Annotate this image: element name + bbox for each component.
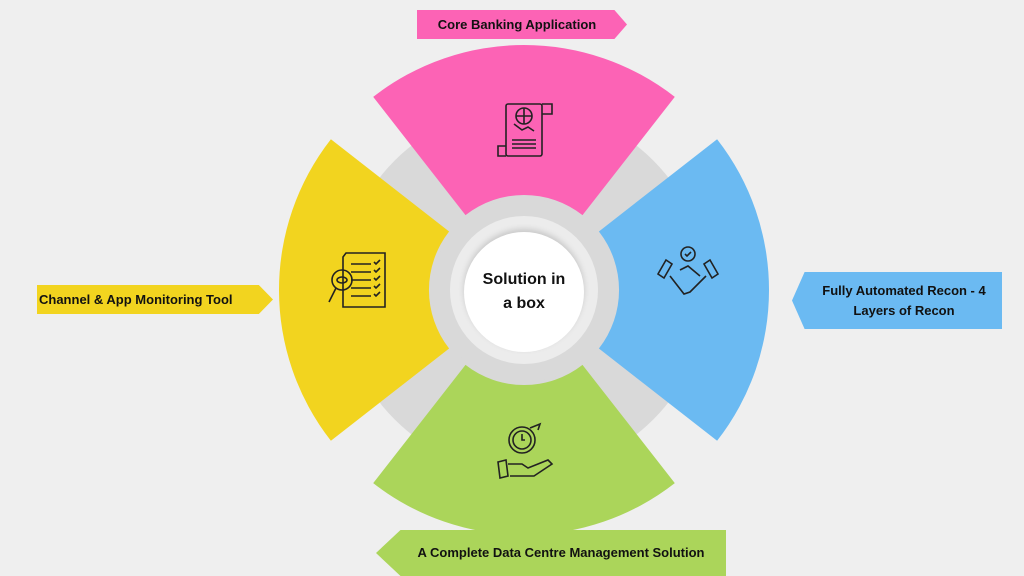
tag-label: Fully Automated Recon - 4 Layers of Reco…	[822, 282, 986, 318]
monitoring-tag: Channel & App Monitoring Tool	[37, 285, 273, 314]
recon-tag: Fully Automated Recon - 4 Layers of Reco…	[792, 272, 1002, 329]
center-circle	[464, 232, 584, 352]
contract-handshake-globe-icon	[497, 103, 553, 157]
core-banking-tag: Core Banking Application	[417, 10, 627, 39]
center-label-line1: Solution in	[482, 271, 566, 288]
center-label-line2: a box	[503, 295, 545, 312]
tag-label: A Complete Data Centre Management Soluti…	[417, 545, 705, 560]
checklist-magnifier-icon	[328, 252, 386, 308]
handshake-check-icon	[656, 246, 720, 295]
segment-bottom	[373, 364, 675, 536]
segment-right	[598, 139, 770, 441]
tag-label: Core Banking Application	[437, 16, 597, 32]
center-label: Solution in a box	[464, 268, 584, 316]
segment-left	[278, 139, 450, 441]
segment-top	[373, 44, 675, 216]
tag-label: Channel & App Monitoring Tool	[39, 291, 233, 307]
data-centre-tag: A Complete Data Centre Management Soluti…	[376, 530, 726, 576]
hand-clock-icon	[497, 422, 554, 479]
